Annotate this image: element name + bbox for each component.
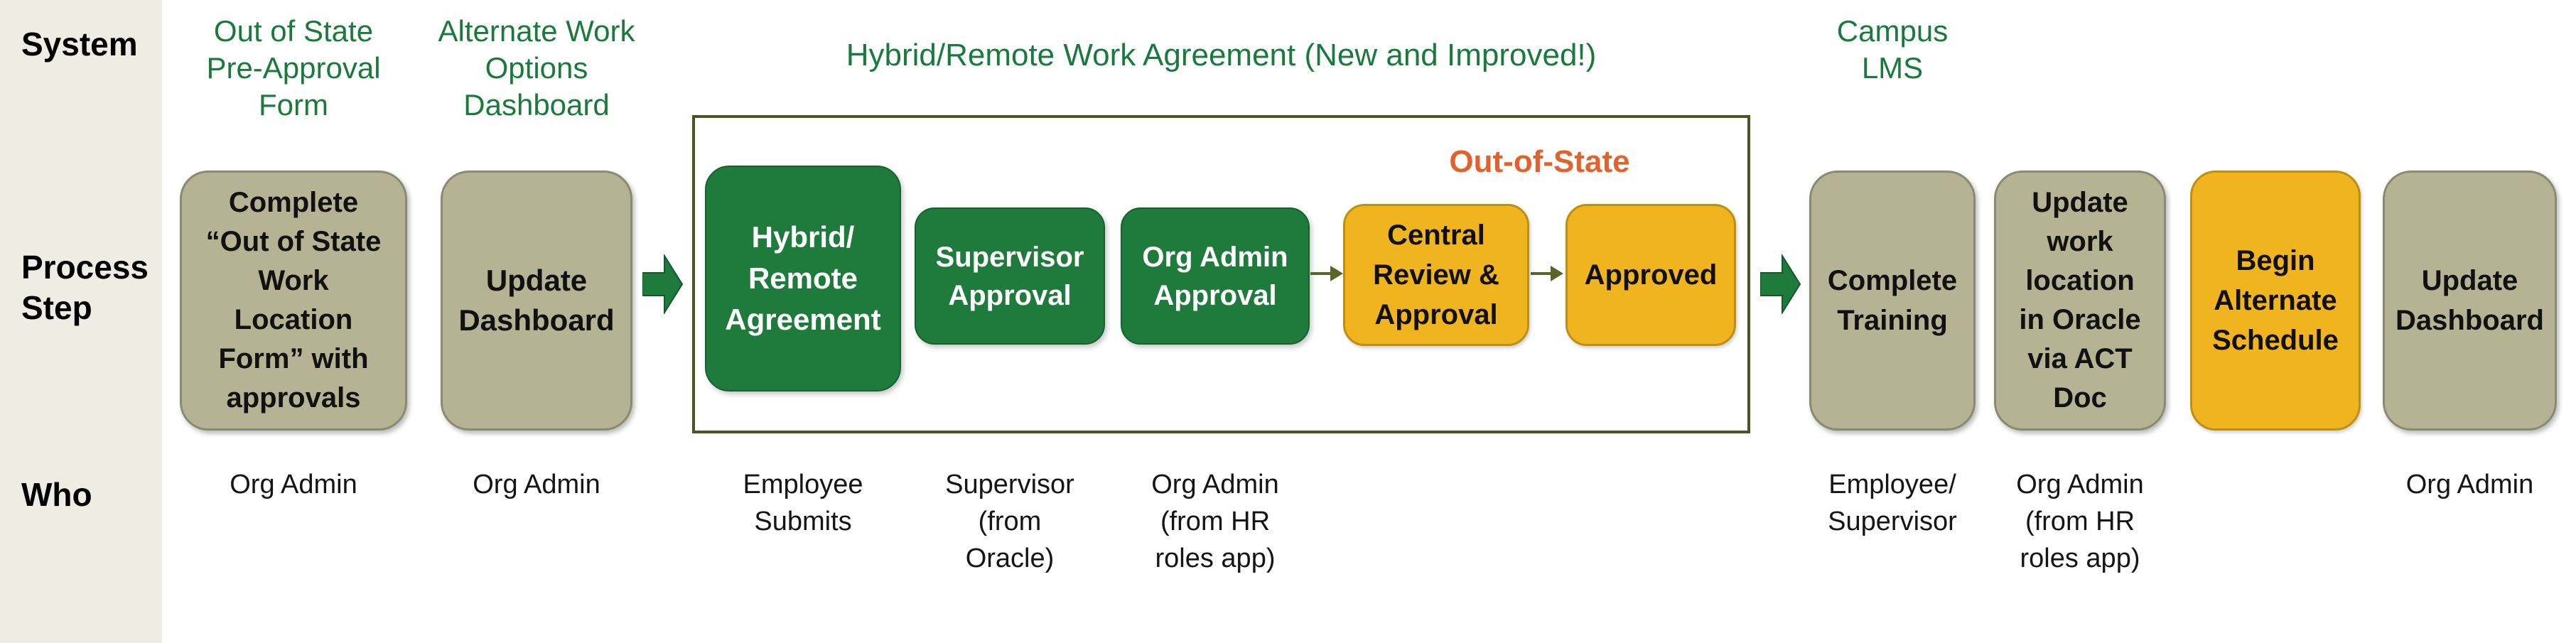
row-label-system: System — [21, 26, 138, 63]
step-update-dashboard-2: Update Dashboard — [2383, 171, 2557, 431]
step-hybrid-remote-agreement: Hybrid/ Remote Agreement — [705, 166, 901, 391]
arrow-right-icon — [1531, 266, 1563, 281]
step-begin-alternate-schedule: Begin Alternate Schedule — [2190, 171, 2361, 431]
step-central-review-approval: Central Review & Approval — [1343, 204, 1529, 346]
step-complete-out-of-state-form: Complete “Out of State Work Location For… — [180, 171, 407, 431]
who-complete-training: Employee/ Supervisor — [1828, 470, 1957, 536]
who-hybrid-agreement: Employee Submits — [743, 470, 863, 536]
who-update-work-location: Org Admin (from HR roles app) — [2016, 470, 2144, 573]
system-header-campus-lms: Campus LMS — [1836, 14, 1949, 85]
who-supervisor-approval: Supervisor (from Oracle) — [945, 470, 1074, 573]
step-org-admin-approval: Org Admin Approval — [1121, 207, 1310, 345]
system-header-alt-work-dashboard: Alternate Work Options Dashboard — [438, 14, 635, 121]
step-complete-training: Complete Training — [1809, 171, 1976, 431]
system-header-hybrid-agreement-title: Hybrid/Remote Work Agreement (New and Im… — [846, 38, 1597, 72]
who-org-admin-approval: Org Admin (from HR roles app) — [1151, 470, 1279, 573]
row-label-who: Who — [21, 476, 92, 513]
flow-arrow-icon — [1760, 254, 1801, 314]
step-update-dashboard-1: Update Dashboard — [441, 171, 632, 431]
who-complete-form: Org Admin — [230, 470, 357, 499]
who-update-dashboard-2: Org Admin — [2405, 470, 2534, 499]
flow-arrow-icon — [642, 254, 684, 314]
who-update-dashboard-1: Org Admin — [473, 470, 600, 499]
step-approved: Approved — [1565, 204, 1736, 346]
step-update-work-location: Update work location in Oracle via ACT D… — [1994, 171, 2166, 431]
out-of-state-section-label: Out-of-State — [1449, 144, 1630, 179]
arrow-right-icon — [1310, 266, 1343, 281]
row-label-process-step: Process Step — [21, 249, 149, 326]
hybrid-agreement-group-outline — [692, 115, 1750, 433]
step-supervisor-approval: Supervisor Approval — [915, 207, 1105, 345]
system-header-out-of-state-form: Out of State Pre-Approval Form — [206, 14, 381, 121]
row-label-column — [0, 0, 162, 643]
